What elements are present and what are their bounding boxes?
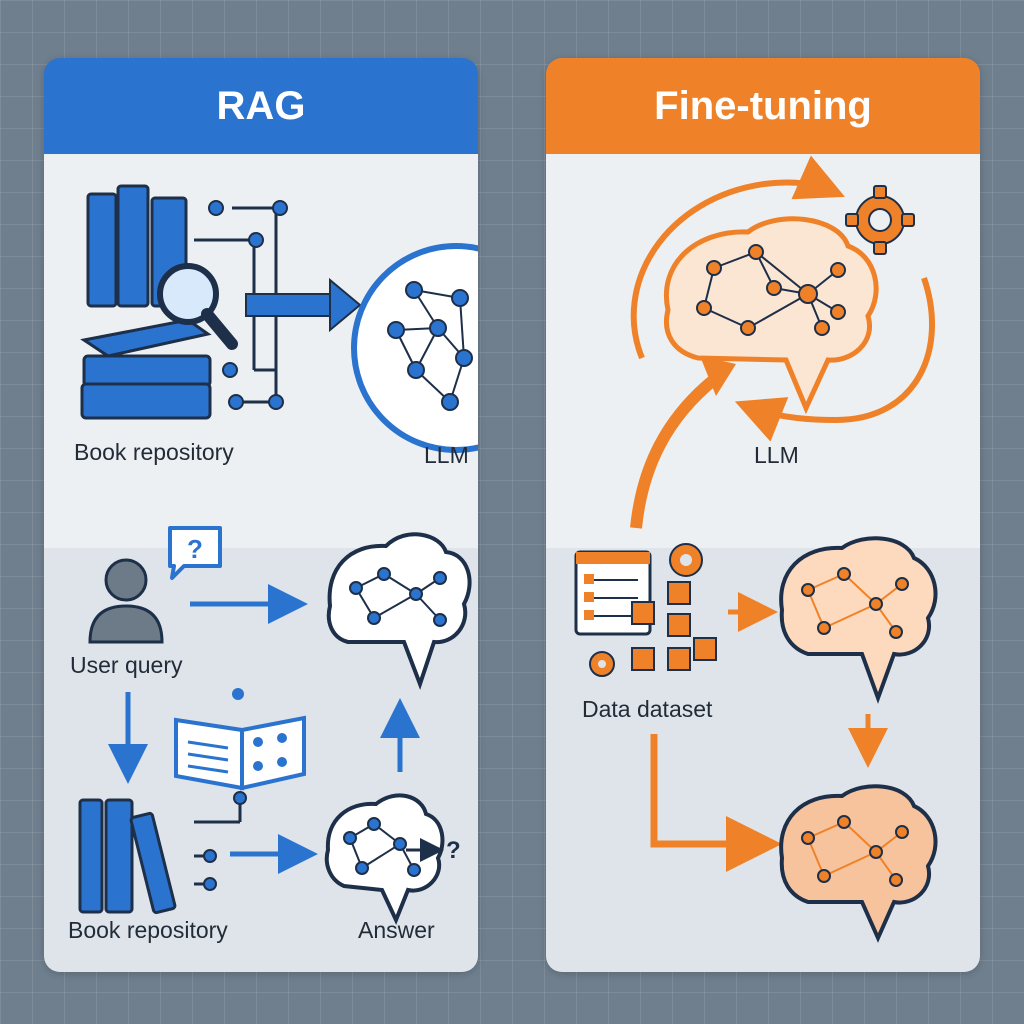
rag-top-model-label: LLM [424, 442, 469, 468]
answer-brain-icon [324, 793, 445, 926]
connector-dots [208, 200, 288, 410]
finetuning-model-label: LLM [754, 442, 799, 468]
dataset-bypass-arrow [650, 734, 782, 872]
small-gear-icon [589, 651, 615, 677]
arrow-to-llm-icon [245, 277, 362, 333]
upward-arrow-head [700, 356, 736, 396]
rag-illustration: ? [78, 184, 478, 926]
books-stack-icon [80, 184, 212, 420]
open-book-icon [174, 688, 306, 791]
training-cycle-arrows [630, 155, 935, 442]
rag-answer-label: Answer [358, 917, 435, 943]
bottom-brain-icon [326, 532, 472, 690]
training-brain-icon [779, 536, 938, 704]
finetuning-panel: Fine-tuning [546, 58, 980, 972]
shelf-connector [194, 802, 242, 886]
answer-question-mark: ? [446, 837, 461, 864]
rag-query-label: User query [70, 652, 183, 678]
bookshelf-icon [78, 798, 177, 915]
rag-panel: RAG [44, 58, 478, 972]
llm-brain-icon [351, 243, 478, 453]
svg-text:?: ? [187, 534, 203, 564]
upward-arrow [630, 373, 720, 529]
finetuning-illustration [574, 155, 938, 943]
dataset-flow-icon [631, 581, 717, 671]
final-brain-icon [779, 784, 938, 943]
rag-top-source-label: Book repository [74, 439, 234, 465]
magnifier-icon [157, 263, 238, 350]
finetuned-llm-brain-icon [664, 216, 879, 415]
rag-title: RAG [44, 58, 478, 154]
dataset-gear-icon [669, 543, 703, 577]
question-bubble-icon: ? [168, 526, 222, 580]
rag-bottom-repository-label: Book repository [68, 917, 228, 943]
user-icon [88, 558, 164, 644]
finetuning-dataset-label: Data dataset [582, 696, 713, 722]
finetuning-title: Fine-tuning [546, 58, 980, 154]
gear-icon [845, 185, 915, 255]
